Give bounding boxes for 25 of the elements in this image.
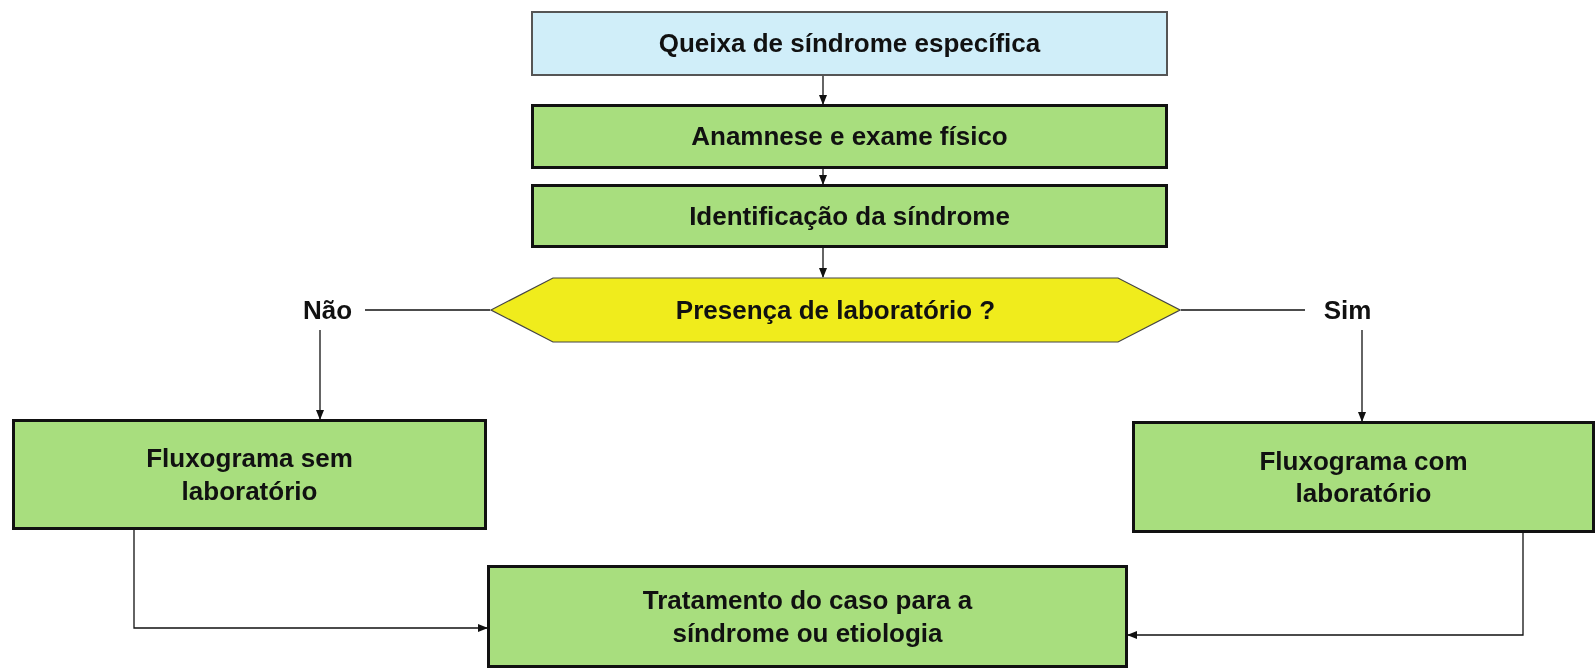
node-text: Fluxograma com laboratório <box>1258 444 1469 510</box>
arrow <box>819 168 827 185</box>
arrow <box>819 247 827 278</box>
arrow <box>1127 532 1524 639</box>
process-box <box>531 104 1168 169</box>
arrow <box>1358 329 1366 422</box>
arrow <box>133 529 488 632</box>
node-text: Presença de laboratório ? <box>675 293 996 327</box>
node-text: Tratamento do caso para a síndrome ou etiologia <box>641 584 974 649</box>
node-text: Sim <box>1323 293 1372 327</box>
arrow <box>316 329 324 420</box>
process-box <box>12 419 487 530</box>
node-text: Não <box>302 293 353 327</box>
connector-line <box>364 309 491 311</box>
node-text: Fluxograma sem laboratório <box>145 442 354 507</box>
process-box <box>1132 421 1595 533</box>
node-text: Queixa de síndrome específica <box>658 27 1041 60</box>
decision-hexagon <box>490 277 1181 343</box>
start-box <box>531 11 1168 76</box>
process-box <box>487 565 1128 668</box>
node-text: Anamnese e exame físico <box>691 120 1008 153</box>
arrow <box>819 75 827 105</box>
connector-line <box>1180 309 1306 311</box>
node-text: Identificação da síndrome <box>689 199 1010 233</box>
process-box <box>531 184 1168 248</box>
